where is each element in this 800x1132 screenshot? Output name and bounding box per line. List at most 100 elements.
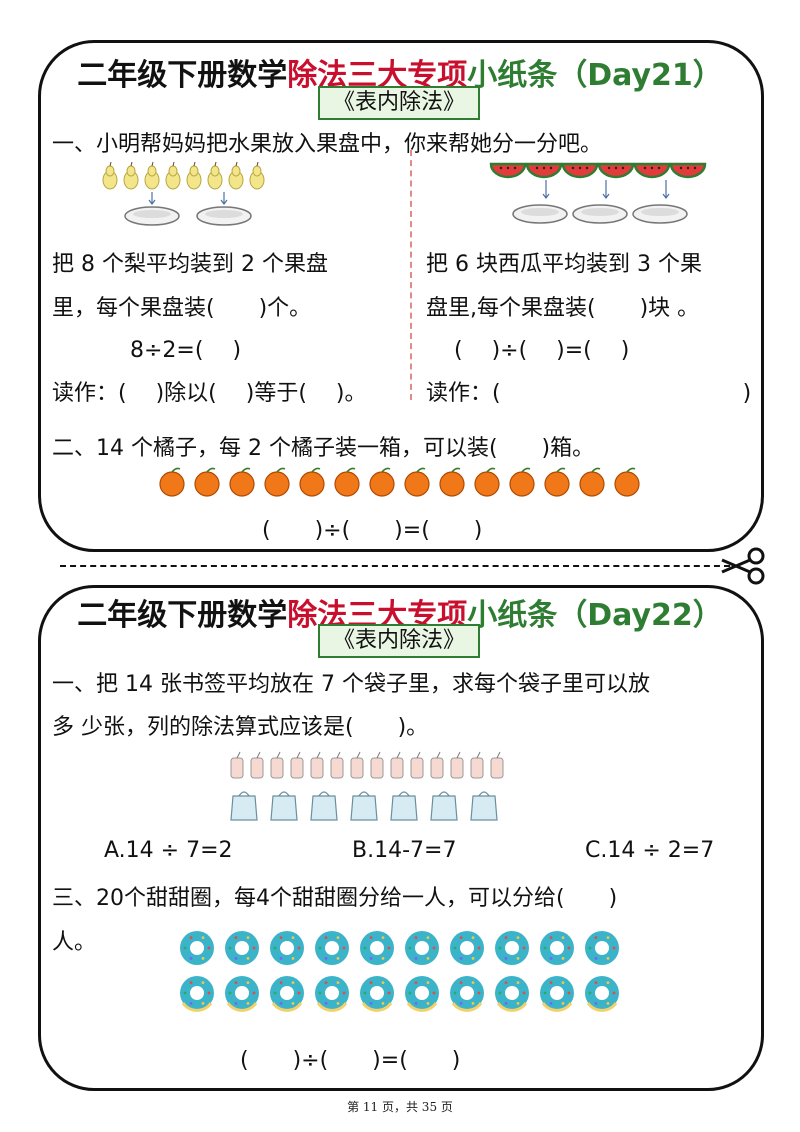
bookmark-icon (290, 751, 304, 779)
bowl-icon (512, 204, 568, 224)
orange-icon (369, 467, 395, 497)
bag-icon (350, 791, 378, 821)
bowl-icon (196, 206, 252, 226)
orange-icon (614, 467, 640, 497)
card1-q2-prompt: 二、14 个橘子，每 2 个橘子装一箱，可以装( )箱。 (52, 436, 595, 461)
pear-icon (165, 161, 181, 190)
pear-icon (186, 161, 202, 190)
pear-icon (249, 161, 265, 190)
donut-icon (360, 976, 394, 1012)
card2-q3-line1: 三、20个甜甜圈，每4个甜甜圈分给一人，可以分给( ) (52, 886, 618, 911)
pear-icon (102, 161, 118, 190)
arrow-head (662, 193, 670, 199)
orange-icon (439, 467, 465, 497)
card2-q1-line2: 多 少张，列的除法算式应该是( )。 (52, 715, 429, 740)
donut-icon (405, 976, 439, 1012)
orange-icon (264, 467, 290, 497)
bags-illustration (230, 791, 498, 821)
card1-subtitle: 《表内除法》 (318, 86, 480, 120)
orange-icon (159, 467, 185, 497)
title-black-part: 二年级下册数学 (77, 58, 288, 93)
right-q-line1: 把 6 块西瓜平均装到 3 个果 (426, 252, 702, 277)
card1-q1-prompt: 一、小明帮妈妈把水果放入果盘中，你来帮她分一分吧。 (52, 132, 603, 157)
page-footer: 第 11 页，共 35 页 (347, 1100, 453, 1114)
donut-icon (225, 931, 259, 965)
donut-icon (405, 931, 439, 965)
left-q-line1: 把 8 个梨平均装到 2 个果盘 (52, 252, 328, 277)
scissors-icon (721, 547, 765, 585)
right-read-line: 读作：( ) (426, 381, 752, 406)
bag-icon (390, 791, 418, 821)
bookmark-icon (490, 751, 504, 779)
bookmark-icon (350, 751, 364, 779)
watermelon-slice-icon (669, 162, 707, 179)
right-equation: ( )÷( )=( ) (454, 338, 630, 363)
watermelon-slice-icon (489, 162, 527, 179)
bag-icon (270, 791, 298, 821)
bookmark-icon (310, 751, 324, 779)
bookmark-icon (410, 751, 424, 779)
card1-q2-equation: ( )÷( )=( ) (262, 518, 483, 543)
pear-icon (144, 161, 160, 190)
left-q-line2: 里，每个果盘装( )个。 (52, 296, 312, 321)
bag-icon (310, 791, 338, 821)
option-b: B.14-7=7 (352, 838, 457, 863)
right-q-line2: 盘里,每个果盘装( )块 。 (426, 296, 700, 321)
donut-icon (180, 931, 214, 965)
pear-icon (228, 161, 244, 190)
orange-icon (299, 467, 325, 497)
pears-illustration (102, 161, 265, 226)
orange-icon (229, 467, 255, 497)
donut-icon (450, 976, 484, 1012)
pear-icon (123, 161, 139, 190)
bookmark-icon (250, 751, 264, 779)
bookmark-icon (450, 751, 464, 779)
bookmark-icon (390, 751, 404, 779)
watermelon-slice-icon (597, 162, 635, 179)
bag-icon (230, 791, 258, 821)
title-black-part: 二年级下册数学 (77, 598, 288, 633)
cut-line (60, 565, 730, 567)
bag-icon (430, 791, 458, 821)
donut-icon (585, 931, 619, 965)
donut-icon (225, 976, 259, 1012)
arrow-head (542, 193, 550, 199)
bowl-icon (124, 206, 180, 226)
orange-icon (579, 467, 605, 497)
left-equation: 8÷2=( ) (130, 338, 242, 363)
donut-icon (315, 931, 349, 965)
donut-icon (270, 976, 304, 1012)
orange-icon (509, 467, 535, 497)
oranges-illustration (159, 467, 640, 497)
title-green-part: 小纸条（Day22） (467, 598, 723, 633)
bookmark-icon (270, 751, 284, 779)
bowl-icon (632, 204, 688, 224)
column-divider (410, 150, 412, 400)
option-a: A.14 ÷ 7=2 (104, 838, 233, 863)
donut-icon (585, 976, 619, 1012)
arrow-head (148, 199, 156, 205)
donut-icon (495, 931, 529, 965)
card2-title: 二年级下册数学除法三大专项小纸条（Day22） (0, 590, 800, 634)
card2-subtitle: 《表内除法》 (318, 624, 480, 658)
orange-icon (544, 467, 570, 497)
bookmark-icon (430, 751, 444, 779)
bookmark-icon (370, 751, 384, 779)
card2-q3-line2: 人。 (52, 930, 97, 955)
worksheet-card-day21 (38, 40, 764, 552)
donut-icon (360, 931, 394, 965)
donut-icon (540, 931, 574, 965)
orange-icon (194, 467, 220, 497)
donut-icon (450, 931, 484, 965)
bookmark-icon (330, 751, 344, 779)
bowl-icon (572, 204, 628, 224)
watermelon-slice-icon (525, 162, 563, 179)
donut-icon (270, 931, 304, 965)
watermelon-slice-icon (561, 162, 599, 179)
left-read-line: 读作：( )除以( )等于( )。 (52, 381, 367, 406)
card2-q3-equation: ( )÷( )=( ) (240, 1048, 461, 1073)
bookmark-icon (470, 751, 484, 779)
watermelon-slice-icon (633, 162, 671, 179)
card2-q1-line1: 一、把 14 张书签平均放在 7 个袋子里，求每个袋子里可以放 (52, 672, 650, 697)
orange-icon (334, 467, 360, 497)
